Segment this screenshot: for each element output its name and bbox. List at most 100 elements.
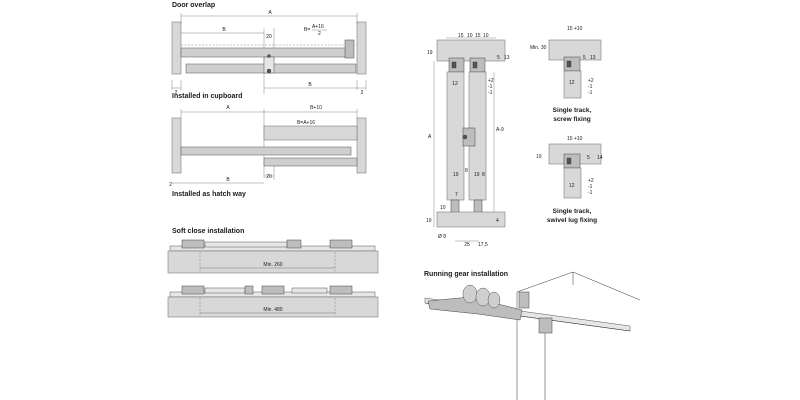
running-wheel-right [487, 291, 501, 309]
swivel-dim-14: 14 [597, 155, 603, 161]
section-title-installed-cupboard: Installed in cupboard [172, 93, 242, 100]
running-gear-diagram: Running gear installation [424, 271, 641, 400]
dim-min-480: Min. 480 [263, 307, 282, 313]
carriage-left [448, 57, 465, 73]
front-dim-25: 25 [464, 242, 470, 248]
screw-min30: Min. 30 [530, 45, 547, 51]
front-section-view: 15 10 15 10 19 5 13 12 +2 -1 -1 A A-9 8 … [426, 33, 510, 248]
screw-caption-line1: Single track, [553, 107, 592, 114]
section-title-door-overlap: Door overlap [172, 2, 215, 9]
front-dim-19-top: 19 [427, 50, 433, 56]
front-dim-5: 5 [497, 55, 500, 61]
door-front-left [446, 71, 465, 201]
running-wheel-center [475, 287, 491, 307]
cupboard-diagram: Installed in cupboard A B+10 B=A+16 20 2… [169, 93, 367, 198]
dim-label-A: A [268, 10, 272, 16]
door-bracket [538, 317, 553, 334]
formula-denominator: 2 [318, 31, 321, 37]
dim-label-B: B [222, 27, 226, 33]
wall-bracket [518, 291, 530, 309]
dim-label-2-right: 2 [361, 90, 364, 96]
swivel-dim-5: 5 [587, 155, 590, 161]
cupboard-dim-B: B [226, 177, 230, 183]
damper-right-1 [329, 239, 353, 249]
section-title-running-gear: Running gear installation [424, 271, 508, 278]
front-dim-15b: 15 [475, 33, 481, 39]
screw-tol-2: -1 [588, 84, 593, 90]
section-title-soft-close: Soft close installation [172, 228, 244, 235]
single-track-screw-view: 15 +10 Min. 30 5 13 12 +2 -1 -1 Single t… [530, 26, 602, 123]
front-dim-10a: 10 [467, 33, 473, 39]
soft-close-panel-2 [167, 296, 379, 318]
swivel-caption-line1: Single track, [553, 208, 592, 215]
front-dim-13: 13 [504, 55, 510, 61]
screw-dim-13: 13 [590, 55, 596, 61]
swivel-tol-1: +2 [588, 178, 594, 184]
front-tol-1: +2 [488, 78, 494, 84]
cupboard-formula: B=A+16 [297, 120, 315, 126]
cupboard-dim-B10: B+10 [310, 105, 322, 111]
front-dim-10: 10 [440, 205, 446, 211]
cupboard-dim-2: 2 [169, 182, 172, 188]
screw-dim-5: 5 [583, 55, 586, 61]
cupboard-rail [180, 146, 352, 156]
screw-tol-3: -1 [588, 90, 593, 96]
swivel-dim-19: 19 [536, 154, 542, 160]
front-dim-19b: 19 [474, 172, 480, 178]
cupboard-panel-right [356, 117, 367, 174]
damper-left-2 [181, 285, 205, 295]
end-stop-right [344, 39, 355, 59]
swivel-dim-12: 12 [569, 183, 575, 189]
front-dim-10b: 10 [483, 33, 489, 39]
cupboard-dim-20: 20 [266, 174, 272, 180]
screw-top-dims: 15 +10 [567, 26, 583, 32]
soft-close-diagram: Soft close installation Min. 260 Min. 48… [167, 228, 379, 318]
cupboard-door [263, 125, 358, 141]
floor-block [436, 211, 506, 228]
soft-close-panel-1 [167, 250, 379, 274]
formula-prefix: B= [304, 27, 310, 33]
front-dim-4: 4 [496, 218, 499, 224]
front-tol-2: -1 [488, 84, 493, 90]
front-dim-19a: 19 [453, 172, 459, 178]
front-dim-dia8: Ø 8 [438, 234, 446, 240]
front-tol-3: -1 [488, 90, 493, 96]
damper-right-2 [329, 285, 353, 295]
swivel-caption-line2: swivel lug fixing [547, 217, 597, 224]
screw-door [563, 70, 582, 99]
front-dim-8: 8 [465, 168, 468, 174]
swivel-tol-2: -1 [588, 184, 593, 190]
front-dim-8b: 8 [482, 172, 485, 178]
front-dim-17-5: 17,5 [478, 242, 488, 248]
cupboard-panel-left [171, 117, 182, 174]
damper-left-1 [181, 239, 205, 249]
front-dim-19-bottom: 19 [426, 218, 432, 224]
screw-carriage [563, 56, 581, 72]
screw-dim-12: 12 [569, 80, 575, 86]
dim-label-20: 20 [266, 34, 272, 40]
door-overlap-diagram: Door overlap A B 20 B= A+16 2 2 B [171, 2, 367, 96]
section-title-installed-hatch: Installed as hatch way [172, 191, 246, 198]
front-dim-A9: A-9 [496, 127, 504, 133]
front-dim-7: 7 [455, 192, 458, 198]
front-dim-15a: 15 [458, 33, 464, 39]
side-panel-left [171, 21, 182, 75]
swivel-top-dims: 15 +10 [567, 136, 583, 142]
single-track-swivel-view: 15 +10 19 5 14 12 +2 -1 -1 Single track,… [536, 136, 603, 224]
screw-caption-line2: screw fixing [553, 116, 591, 123]
swivel-door [563, 167, 582, 199]
side-panel-right [356, 21, 367, 75]
screw-tol-1: +2 [588, 78, 594, 84]
cupboard-lower-rail [263, 157, 358, 167]
carriage-right [469, 57, 486, 73]
swivel-carriage [563, 153, 581, 169]
dim-label-2-left: 2 [175, 90, 178, 96]
running-wheel-left [462, 284, 478, 304]
swivel-tol-3: -1 [588, 190, 593, 196]
cupboard-dim-A: A [226, 105, 230, 111]
dim-label-B-bottom: B [308, 82, 312, 88]
dim-min-260: Min. 260 [263, 262, 282, 268]
formula-numerator: A+16 [312, 24, 324, 30]
upper-rail [180, 47, 352, 58]
